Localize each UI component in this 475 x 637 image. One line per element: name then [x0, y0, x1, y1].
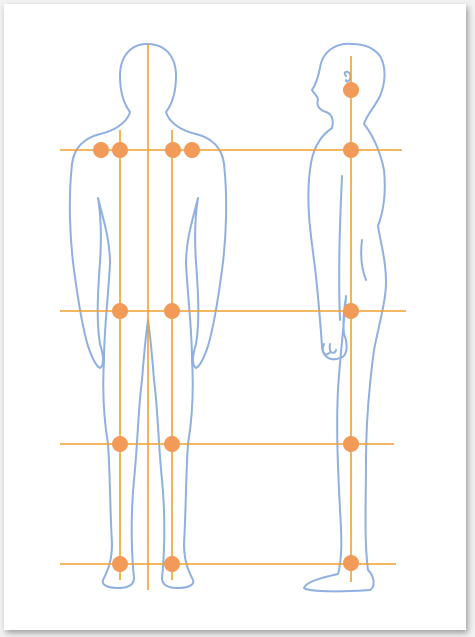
marker-left-ankle: [112, 556, 128, 572]
marker-side-shoulder: [343, 142, 359, 158]
marker-right-shoulder-outer: [184, 142, 200, 158]
marker-side-ankle: [343, 555, 359, 571]
hand-detail: [323, 344, 336, 354]
marker-right-shoulder-inner: [165, 142, 181, 158]
marker-side-knee: [343, 436, 359, 452]
marker-side-hip: [343, 303, 359, 319]
arm-detail: [339, 176, 342, 320]
marker-left-shoulder-outer: [93, 142, 109, 158]
marker-left-knee: [112, 436, 128, 452]
marker-right-knee: [164, 436, 180, 452]
side-view-body-outline: [304, 44, 386, 592]
hip-detail: [361, 240, 366, 280]
marker-right-ankle: [164, 556, 180, 572]
side-view-figure: [304, 44, 386, 592]
marker-right-hip: [164, 303, 180, 319]
marker-left-hip: [112, 303, 128, 319]
ear-detail: [345, 72, 351, 82]
marker-left-shoulder-inner: [112, 142, 128, 158]
marker-side-ear: [343, 82, 359, 98]
